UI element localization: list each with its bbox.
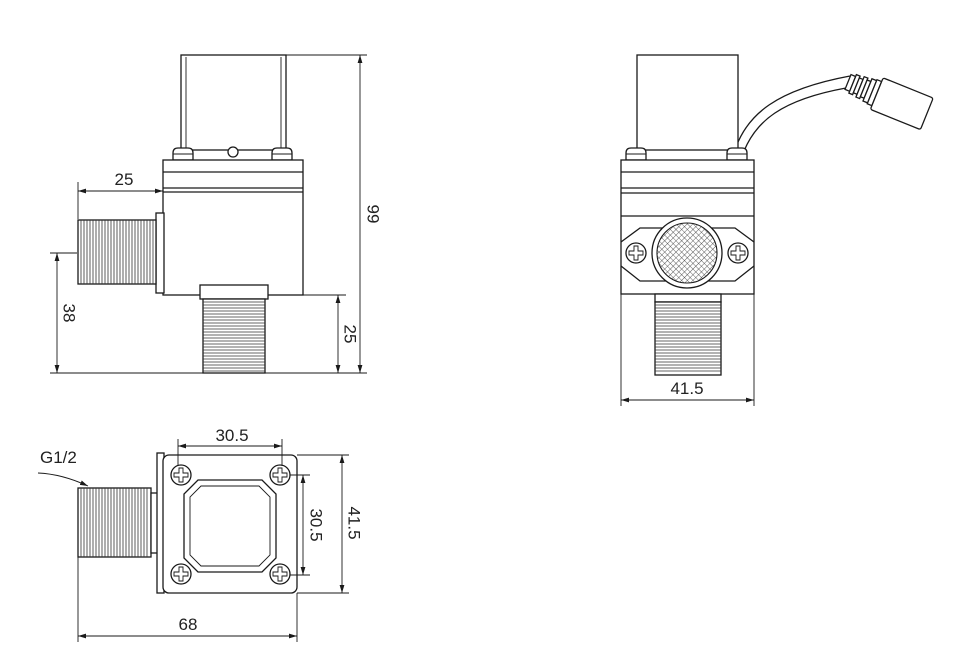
dim-total-height: 99 (50, 54, 383, 374)
plate-screw-top-right (269, 464, 291, 486)
coil-screw-left (172, 147, 194, 161)
dim-plate-width: 41.5 (297, 454, 364, 594)
dim-inlet-length-label: 25 (115, 170, 134, 189)
dim-inlet-length: 25 (77, 160, 164, 219)
thread-label: G1/2 (40, 448, 77, 467)
dim-outlet-length: 25 (303, 294, 360, 373)
coil-screw-right (271, 147, 293, 161)
coil (180, 54, 287, 151)
side-view: 41.5 (620, 54, 934, 406)
outlet-pipe (202, 298, 266, 374)
bottom-view: G1/2 (37, 426, 364, 642)
dim-plate-width-label: 41.5 (345, 506, 364, 539)
thread-callout: G1/2 (37, 448, 89, 487)
plate-screw-top-left (170, 464, 192, 486)
front-view: 25 99 38 25 (50, 54, 383, 374)
vent-hole (227, 146, 239, 158)
dim-side-width-label: 41.5 (670, 379, 703, 398)
inlet-pipe (77, 219, 157, 285)
outlet-collar (199, 284, 269, 300)
dim-total-length: 68 (77, 557, 298, 642)
dim-inlet-height-label: 38 (60, 304, 79, 323)
cable-connector (844, 73, 934, 130)
bottom-inlet-pipe (77, 487, 152, 558)
side-outlet-threads (655, 304, 721, 372)
dim-total-height-label: 99 (364, 205, 383, 224)
bottom-inlet-threads (80, 488, 148, 557)
dim-outlet-length-label: 25 (341, 325, 360, 344)
side-outlet-pipe (654, 301, 722, 376)
plate-screw-bottom-left (170, 563, 192, 585)
inlet-nut (155, 212, 165, 294)
dim-hole-spacing-x-label: 30.5 (215, 426, 248, 445)
cable (735, 75, 851, 152)
valve-body (162, 159, 304, 296)
dim-hole-spacing-y: 30.5 (290, 474, 326, 576)
side-outlet-flange (654, 293, 722, 303)
side-mount-screw-left (625, 242, 647, 264)
side-coil-screw-right (726, 147, 748, 161)
mounting-plate (162, 454, 298, 594)
side-coil-screw-left (625, 147, 647, 161)
outlet-threads (203, 301, 265, 372)
dim-hole-spacing-x: 30.5 (177, 426, 283, 466)
side-mount-screw-right (727, 242, 749, 264)
side-coil (636, 54, 739, 151)
inlet-threads (80, 220, 154, 284)
plate-screw-bottom-right (269, 563, 291, 585)
dim-hole-spacing-y-label: 30.5 (307, 508, 326, 541)
dim-total-length-label: 68 (179, 615, 198, 634)
dim-inlet-height: 38 (50, 252, 79, 373)
dim-side-width: 41.5 (620, 294, 755, 406)
sensor-window (651, 217, 723, 289)
